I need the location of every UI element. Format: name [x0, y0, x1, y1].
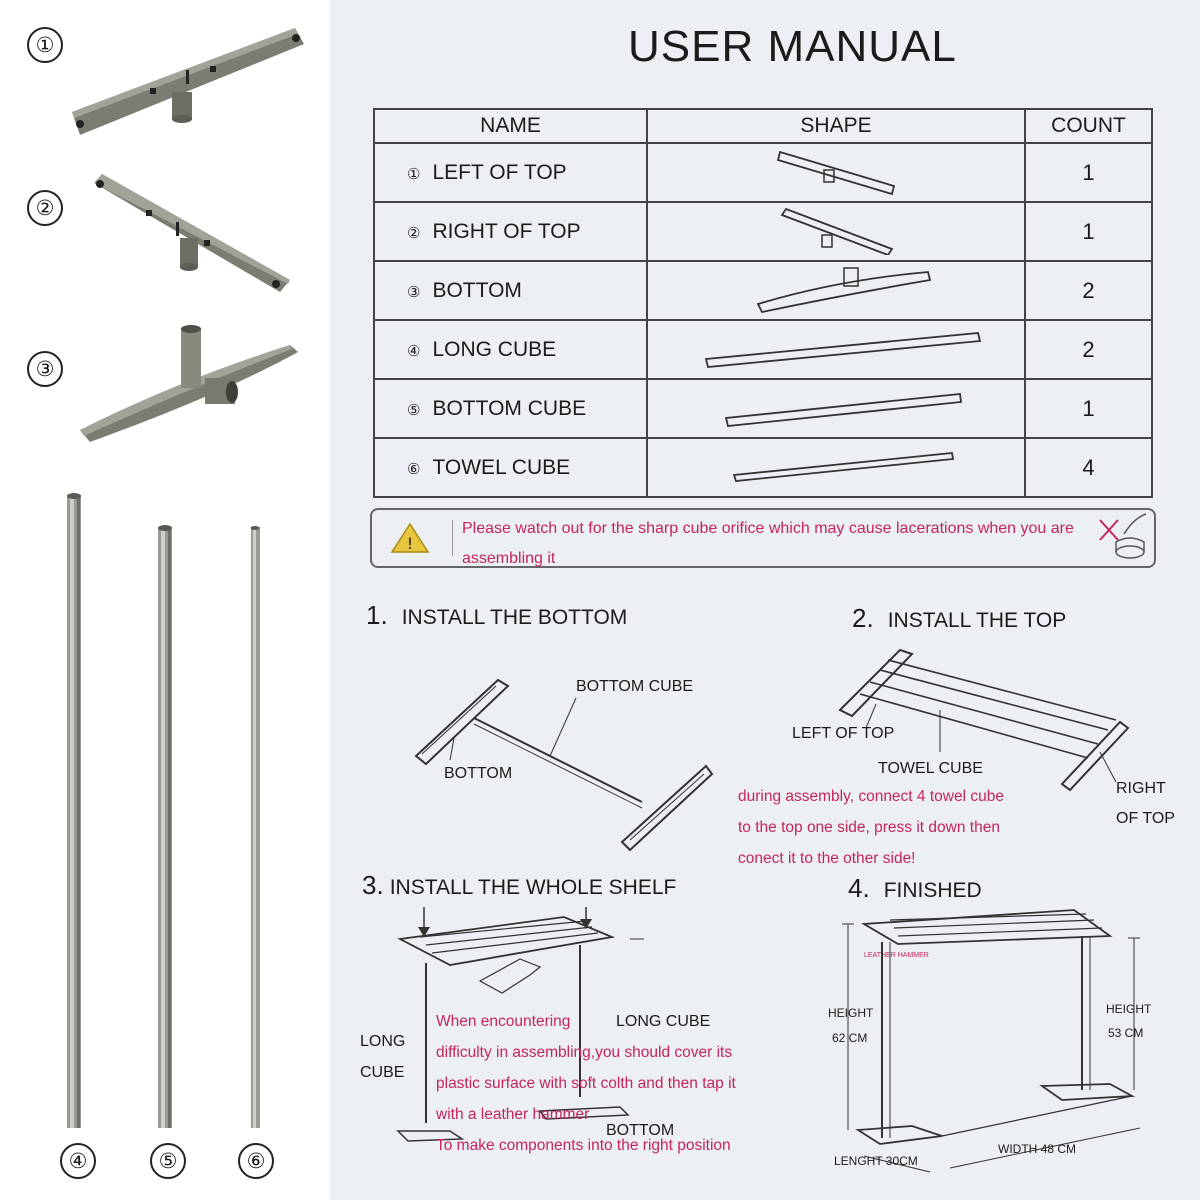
- part-count: 1: [1024, 378, 1153, 439]
- left-of-top-part-image: [72, 28, 304, 135]
- table-row: ④ LONG CUBE 2: [373, 319, 1153, 380]
- row-number: ⑥: [407, 460, 421, 478]
- part-count: 1: [1024, 201, 1153, 262]
- part-name: LONG CUBE: [432, 337, 557, 361]
- part-marker-1: ①: [27, 27, 63, 63]
- right-of-top-part-image: [94, 174, 290, 292]
- bottom-cube-shape: [724, 393, 963, 427]
- bottom-shape: [756, 267, 932, 314]
- part-marker-3: ③: [27, 351, 63, 387]
- step-3-diagram: [396, 907, 644, 1142]
- row-number: ⑤: [407, 401, 421, 419]
- long-cube-shape: [704, 332, 982, 368]
- step-1-number: 1.: [366, 600, 388, 630]
- part-count: 4: [1024, 437, 1153, 498]
- table-row: ② RIGHT OF TOP 1: [373, 201, 1153, 262]
- step-3-label-long-1: LONG: [360, 1033, 406, 1050]
- parts-photo-illustrations: [67, 28, 304, 1128]
- step-3-label-bottom: BOTTOM: [606, 1122, 675, 1139]
- step-2-diagram: [838, 648, 1130, 792]
- part-count: 1: [1024, 142, 1153, 203]
- table-row: ⑥ TOWEL CUBE 4: [373, 437, 1153, 498]
- width-label: WIDTH 48 CM: [998, 1142, 1076, 1156]
- height-left-label-1: HEIGHT: [828, 1006, 874, 1020]
- header-name: NAME: [373, 108, 648, 144]
- table-row: ① LEFT OF TOP 1: [373, 142, 1153, 203]
- no-finger-icon: [1099, 513, 1147, 559]
- table-row: ③ BOTTOM 2: [373, 260, 1153, 321]
- row-number: ①: [407, 165, 421, 183]
- warning-text: Please watch out for the sharp cube orif…: [462, 520, 1074, 567]
- part-marker-2: ②: [27, 190, 63, 226]
- part-marker-5: ⑤: [150, 1143, 186, 1179]
- step-2-label-right-1: RIGHT: [1116, 780, 1166, 797]
- step-4-title: 4.FINISHED: [848, 873, 982, 903]
- part-name: BOTTOM: [432, 278, 522, 302]
- user-manual-panel: USER MANUAL NAME SHAPE COUNT ① LEFT OF TO…: [330, 0, 1200, 1200]
- svg-text:!: !: [407, 534, 413, 553]
- part-count: 2: [1024, 260, 1153, 321]
- step-3-number: 3.: [362, 870, 384, 900]
- bottom-part-image: [80, 325, 298, 442]
- part-marker-6: ⑥: [238, 1143, 274, 1179]
- step-2-label-towel: TOWEL CUBE: [878, 760, 983, 777]
- long-cube-tube-image: [67, 493, 81, 1128]
- step-1-title: 1.INSTALL THE BOTTOM: [366, 600, 628, 630]
- step-2-label-right-2: OF TOP: [1116, 810, 1175, 827]
- step-1-diagram: [414, 678, 714, 852]
- left-of-top-shape: [776, 150, 896, 196]
- towel-cube-shape: [732, 452, 955, 482]
- step-4-diagram: [842, 909, 1141, 1173]
- warning-box: ! Please watch out for the sharp cube or…: [370, 508, 1156, 568]
- height-left-label-2: 62 CM: [832, 1031, 868, 1045]
- step-3-title: 3.INSTALL THE WHOLE SHELF: [362, 870, 677, 900]
- part-name: BOTTOM CUBE: [432, 396, 587, 420]
- step-1-label-bottom: BOTTOM: [444, 765, 513, 782]
- parts-table: NAME SHAPE COUNT ① LEFT OF TOP 1 ② RIGHT O…: [373, 108, 1153, 498]
- step-3-label-long-2: CUBE: [360, 1064, 405, 1081]
- step-3-note: When encountering difficulty in assembli…: [436, 1013, 736, 1154]
- step-1-label-bottom-cube: BOTTOM CUBE: [576, 678, 694, 695]
- bottom-cube-tube-image: [158, 525, 172, 1128]
- part-count: 2: [1024, 319, 1153, 380]
- row-number: ④: [407, 342, 421, 360]
- part-name: RIGHT OF TOP: [432, 219, 581, 243]
- towel-cube-tube-image: [250, 526, 260, 1128]
- right-of-top-shape: [780, 207, 894, 257]
- step-2-note: during assembly, connect 4 towel cube to…: [738, 788, 1004, 867]
- row-number: ③: [407, 283, 421, 301]
- table-header-row: NAME SHAPE COUNT: [373, 108, 1153, 144]
- warning-icon: !: [382, 520, 453, 556]
- height-right-label-2: 53 CM: [1108, 1026, 1144, 1040]
- step-3-tiny-label: LEATHER HAMMER: [864, 952, 929, 959]
- height-right-label-1: HEIGHT: [1106, 1002, 1152, 1016]
- part-marker-4: ④: [60, 1143, 96, 1179]
- part-name: TOWEL CUBE: [432, 455, 571, 479]
- manual-title: USER MANUAL: [628, 22, 957, 71]
- parts-photo-panel: ① ② ③ ④ ⑤ ⑥: [0, 0, 330, 1200]
- row-number: ②: [407, 224, 421, 242]
- header-count: COUNT: [1024, 108, 1153, 144]
- step-2-label-left: LEFT OF TOP: [792, 725, 895, 742]
- header-shape: SHAPE: [646, 108, 1026, 144]
- step-2-number: 2.: [852, 603, 874, 633]
- part-name: LEFT OF TOP: [432, 160, 567, 184]
- length-label: LENGHT 30CM: [834, 1154, 918, 1168]
- step-3-label-long-cube: LONG CUBE: [616, 1013, 711, 1030]
- table-row: ⑤ BOTTOM CUBE 1: [373, 378, 1153, 439]
- step-2-title: 2.INSTALL THE TOP: [852, 603, 1067, 633]
- step-4-number: 4.: [848, 873, 870, 903]
